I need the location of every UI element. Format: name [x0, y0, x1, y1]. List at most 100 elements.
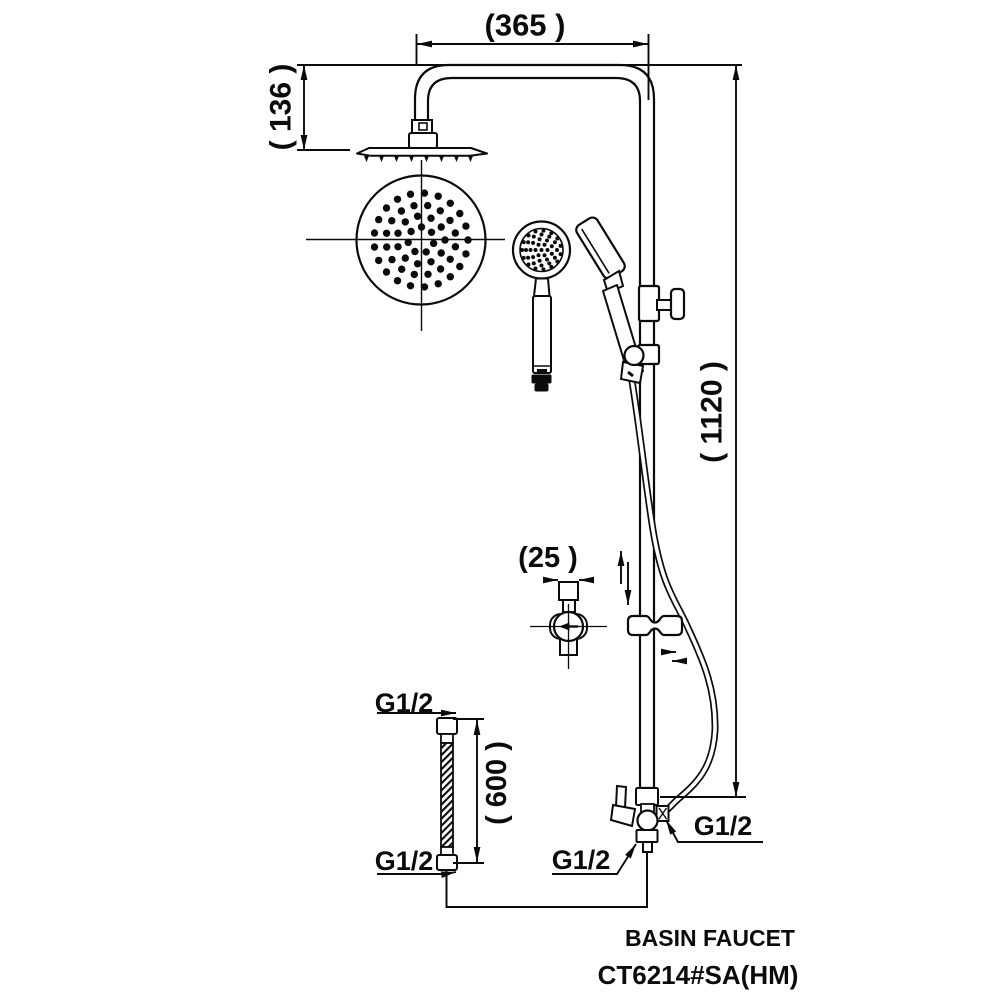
hand-shower-dots: [520, 228, 563, 272]
handle-inlet-band: [531, 374, 552, 384]
spray-dot: [552, 240, 557, 245]
spray-dot: [539, 232, 544, 237]
spray-dot: [558, 243, 563, 248]
spray-dot: [547, 261, 552, 266]
spray-dot: [536, 253, 541, 258]
clamp-mark: [627, 370, 634, 378]
head-disc-side-view: [356, 147, 488, 157]
hose-top-nut: [436, 717, 458, 735]
spray-dot: [531, 261, 536, 266]
spray-dot: [393, 195, 402, 203]
spray-dot: [537, 237, 542, 242]
flexible-supply-hose: [436, 717, 458, 871]
spray-dot: [424, 270, 432, 278]
hose-bottom-collar: [440, 846, 454, 856]
up-down-motion-arrows: [617, 551, 632, 605]
dim-1120-label: ( 1120 ): [696, 361, 729, 463]
spray-dot: [375, 215, 383, 224]
spray-dot: [542, 242, 547, 247]
spray-dot: [526, 233, 531, 238]
spray-dot: [555, 248, 559, 252]
ball-joint: [636, 809, 659, 832]
title-block: BASIN FAUCET CT6214#SA(HM): [598, 925, 799, 990]
spray-dot: [533, 266, 538, 271]
dim-365-label: (365 ): [485, 8, 566, 43]
leader-g12-hose-bottom: [377, 871, 457, 879]
shower-hose: [628, 377, 719, 817]
valve-lever-stem: [614, 784, 628, 810]
spray-dot: [521, 240, 526, 245]
union-upper-tube: [558, 581, 579, 601]
spray-dot: [441, 236, 449, 244]
wall-union-top-view: [530, 581, 607, 669]
valve-lever-block: [609, 803, 637, 828]
dim-136-label: ( 136 ): [265, 64, 298, 151]
spray-dot: [370, 229, 379, 237]
hand-shower-front-view: [511, 220, 572, 392]
spray-dot: [533, 229, 538, 234]
spray-dot: [533, 248, 538, 252]
spray-dot: [549, 244, 554, 249]
slide-motion-arrows: [661, 648, 687, 665]
spray-dot: [410, 270, 418, 279]
model-number: CT6214#SA(HM): [598, 960, 799, 990]
spray-dot: [427, 214, 435, 222]
spray-dot: [394, 243, 402, 251]
spray-dot: [437, 249, 445, 257]
spray-dot: [528, 248, 533, 252]
hose-top-collar: [440, 733, 454, 744]
spray-dot: [420, 283, 429, 291]
spray-dot: [427, 258, 435, 266]
braided-hose-body: [440, 742, 454, 848]
spray-dot: [382, 204, 391, 212]
hand-shower-handle: [532, 295, 552, 374]
spray-dot: [382, 268, 391, 276]
spray-dot: [524, 248, 528, 252]
spray-dot: [536, 242, 541, 247]
supply-valve-assembly: [609, 784, 670, 853]
spray-dot: [555, 236, 560, 241]
spray-dot: [398, 265, 406, 273]
spray-dot: [549, 264, 554, 269]
hand-shower-holder: [619, 284, 686, 385]
spray-nozzles: [364, 156, 473, 162]
spray-dot: [545, 257, 549, 262]
valve-collar: [635, 787, 659, 806]
face-rim: [355, 174, 487, 306]
inlet-nut: [635, 829, 659, 843]
leader-g12-valve-port: [665, 819, 763, 843]
spray-dot: [411, 247, 419, 256]
dim-600-label: ( 600 ): [481, 741, 513, 825]
spray-dot: [401, 254, 409, 262]
spray-dot: [397, 207, 406, 215]
spray-dot: [456, 262, 464, 271]
spray-dot: [552, 255, 557, 260]
spray-dot: [537, 258, 542, 263]
face-spray-dots: [370, 189, 472, 291]
spray-dot: [437, 223, 445, 231]
slider-bracket: [626, 614, 684, 637]
spray-dot: [549, 251, 554, 256]
spray-dot: [456, 209, 464, 218]
spray-dot: [555, 259, 560, 264]
handle-logo-mark: [537, 369, 547, 373]
spray-dot: [549, 231, 554, 236]
spray-dot: [531, 255, 536, 260]
spray-dot: [531, 240, 536, 245]
spray-dot: [422, 248, 430, 256]
spray-dot: [526, 255, 531, 260]
spray-dot: [436, 265, 445, 273]
spray-dot: [413, 212, 422, 220]
spray-dot: [464, 236, 472, 244]
handle-inlet-nub: [534, 383, 549, 392]
spray-dot: [446, 199, 454, 207]
hand-shower-neck: [532, 277, 551, 297]
spray-dot: [526, 262, 531, 267]
spray-dot: [545, 238, 549, 243]
leader-g12-valve-inlet: [552, 843, 637, 875]
spray-dot: [462, 250, 470, 258]
spray-dot: [545, 248, 550, 252]
spray-dot: [383, 243, 391, 251]
